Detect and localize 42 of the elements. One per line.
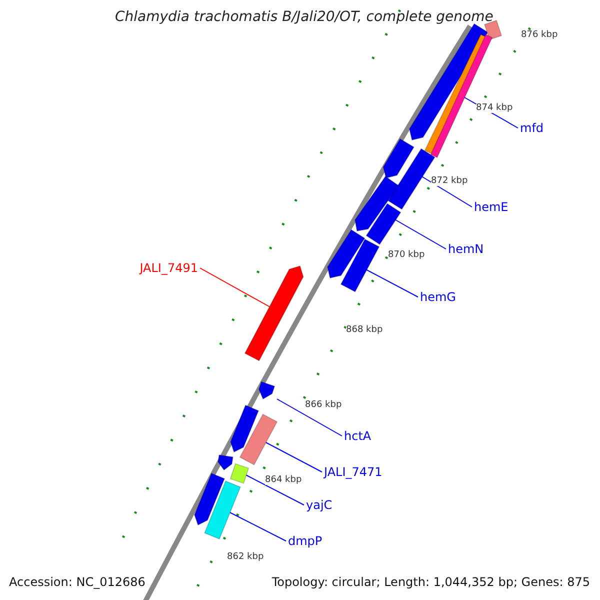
gene-name: hemG <box>420 291 456 303</box>
gene-bar <box>258 381 276 400</box>
gene-bar <box>354 176 400 232</box>
gene-bar <box>204 480 242 540</box>
scale-label: 868 kbp <box>346 326 383 335</box>
scale-label: 870 kbp <box>388 251 425 260</box>
leader-line <box>246 474 304 506</box>
scale-label: 862 kbp <box>227 553 264 562</box>
title: Chlamydia trachomatis B/Jali20/OT, complete genome <box>115 10 494 24</box>
gene-name: JALI_7471 <box>324 466 382 478</box>
gene-bar <box>430 34 493 158</box>
leader-line <box>228 512 286 542</box>
leader-line <box>420 176 472 208</box>
gene-bar <box>244 265 304 362</box>
scale-label: 872 kbp <box>431 177 468 186</box>
gene-name: hctA <box>344 430 372 442</box>
gene-name: hemE <box>474 201 508 213</box>
gene-bar <box>230 463 250 484</box>
accession-text: Accession: NC_012686 <box>9 576 146 588</box>
scale-label: 874 kbp <box>476 104 513 113</box>
gene-name: hemN <box>448 243 484 255</box>
gene-name: dmpP <box>288 535 322 547</box>
leader-line <box>276 398 342 436</box>
genome-info-text: Topology: circular; Length: 1,044,352 bp; Genes: 875 <box>272 576 590 588</box>
gene-name: JALI_7491 <box>140 262 198 274</box>
scale-label: 876 kbp <box>521 31 558 40</box>
leader-line <box>200 268 270 308</box>
scale-label: 864 kbp <box>265 476 302 485</box>
leader-line <box>394 218 446 250</box>
gene-bar <box>366 202 402 246</box>
gene-bar <box>230 404 260 453</box>
gene-bar <box>382 138 415 179</box>
gene-bar <box>194 472 226 526</box>
leader-line <box>264 442 322 472</box>
gene-bar <box>239 414 278 466</box>
gene-bar <box>218 454 234 471</box>
gene-bar <box>326 229 366 279</box>
gene-name: mfd <box>520 122 544 134</box>
gene-bar <box>340 238 380 292</box>
scale-label: 866 kbp <box>305 401 342 410</box>
gene-name: yajC <box>306 499 332 511</box>
leader-line <box>364 268 418 298</box>
